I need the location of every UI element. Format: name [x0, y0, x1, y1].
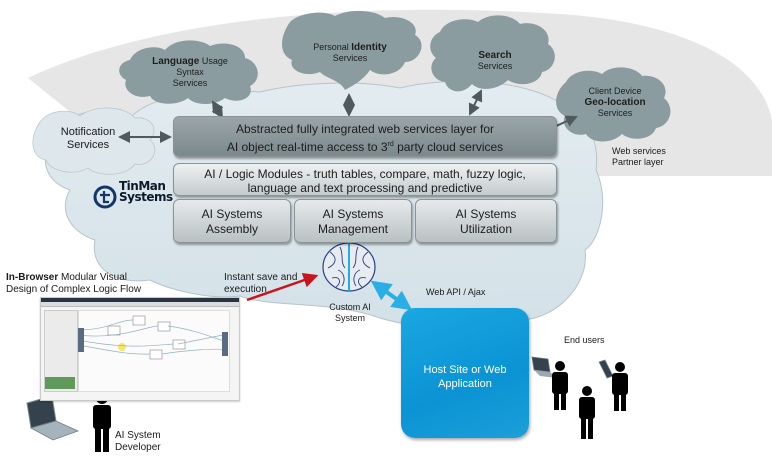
end-user-3-icon — [612, 362, 628, 411]
notification-cloud — [32, 107, 156, 175]
partner-layer-label: Web services Partner layer — [612, 146, 666, 167]
geolocation-services-label: Client Device Geo-location Services — [584, 86, 646, 118]
custom-ai-system-label: Custom AI System — [329, 302, 371, 323]
language-cloud — [119, 40, 258, 104]
ai-logic-modules-layer: AI / Logic Modules - truth tables, compa… — [173, 163, 557, 196]
notification-services-label: Notification Services — [60, 126, 116, 151]
host-site-box: Host Site or Web Application — [401, 308, 529, 438]
tinman-logo: TinMan Systems — [93, 180, 173, 211]
web-services-layer: Abstracted fully integrated web services… — [173, 116, 557, 157]
end-user-1-icon — [552, 361, 568, 410]
developer-laptop-icon — [26, 395, 80, 441]
arrow-language — [211, 100, 224, 119]
ai-systems-management-box: AI Systems Management — [294, 199, 412, 243]
arrow-instant-save — [246, 273, 319, 302]
end-user-tablet-icon — [598, 359, 614, 379]
ai-systems-utilization-box: AI Systems Utilization — [415, 199, 557, 243]
end-user-laptop-icon — [531, 356, 557, 378]
instant-save-label: Instant save and execution — [224, 272, 298, 295]
logic-flow-designer-screenshot — [40, 297, 240, 401]
tinman-logo-icon — [93, 185, 117, 209]
geolocation-cloud — [556, 67, 671, 142]
in-browser-designer-label: In-Browser Modular Visual Design of Comp… — [6, 272, 142, 295]
tinman-logo-text: TinMan Systems — [119, 179, 173, 204]
web-api-ajax-label: Web API / Ajax — [426, 287, 486, 297]
language-services-label: Language Usage Syntax Services — [152, 56, 228, 88]
ai-systems-assembly-box: AI Systems Assembly — [173, 199, 291, 243]
identity-cloud — [282, 10, 422, 91]
arrow-web-api — [370, 280, 413, 311]
end-users-label: End users — [564, 335, 605, 345]
search-cloud — [430, 15, 555, 92]
developer-person-icon — [93, 392, 111, 452]
ai-system-developer-label: AI System Developer — [115, 430, 161, 453]
search-services-label: Search Services — [477, 50, 513, 71]
arrow-search — [468, 89, 483, 116]
host-site-label: Host Site or Web Application — [423, 364, 507, 390]
end-user-2-icon — [579, 386, 595, 439]
identity-services-label: Personal Identity Services — [313, 42, 387, 63]
brain-icon — [322, 242, 376, 292]
